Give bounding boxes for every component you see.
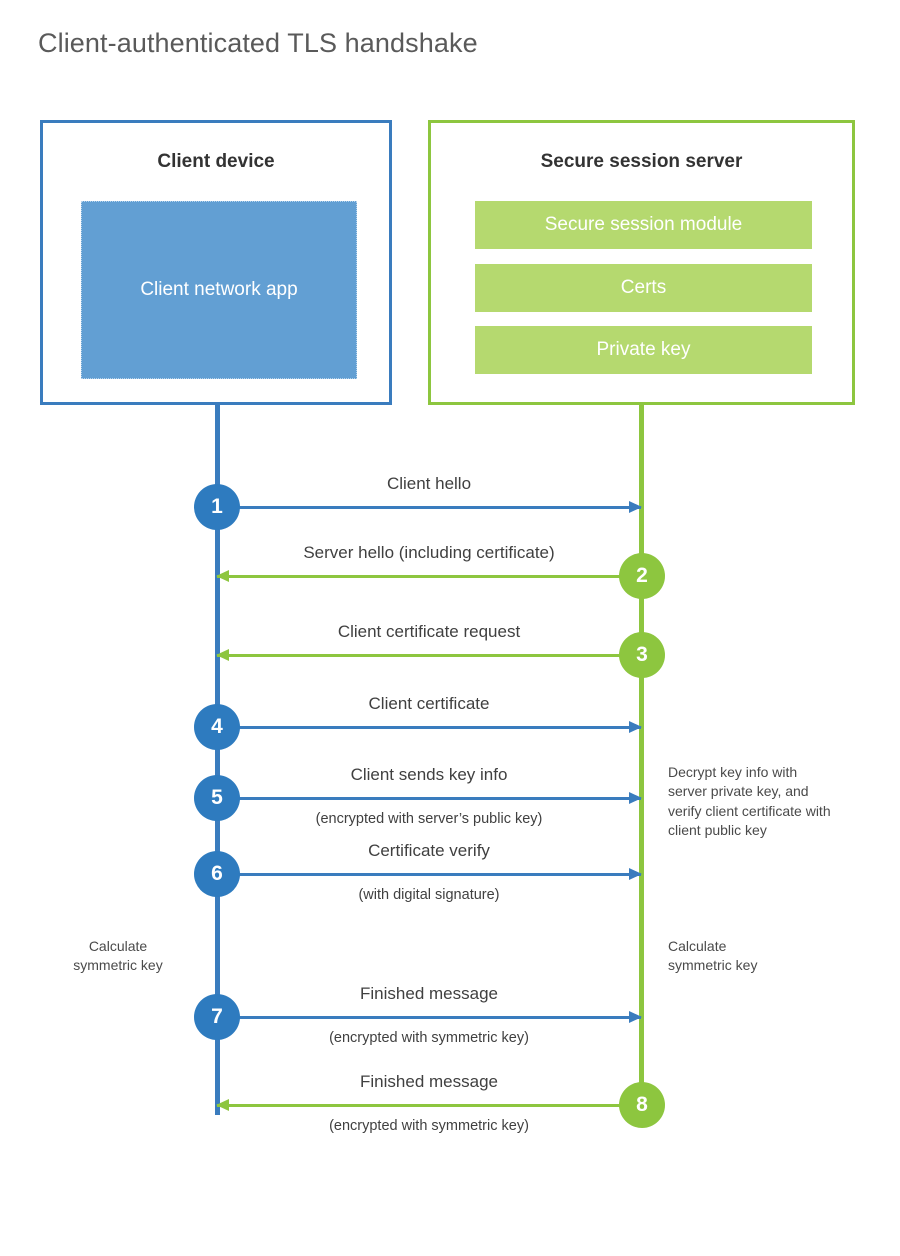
client-device-box: Client device Client network app [40, 120, 392, 405]
arrow-line [217, 873, 641, 876]
message-label-8: Finished message [360, 1072, 498, 1091]
step-marker-2[interactable]: 2 [619, 553, 665, 599]
arrow-head-right-icon [629, 501, 642, 513]
page-title: Client-authenticated TLS handshake [38, 28, 478, 58]
arrow-line [217, 726, 641, 729]
step-marker-1[interactable]: 1 [194, 484, 240, 530]
step-marker-7[interactable]: 7 [194, 994, 240, 1040]
client-network-app-block: Client network app [81, 201, 357, 379]
arrow-line [217, 506, 641, 509]
server-lifeline [639, 403, 644, 1105]
step-marker-8[interactable]: 8 [619, 1082, 665, 1128]
arrow-line [217, 654, 641, 657]
message-sublabel-5: (encrypted with server’s public key) [315, 811, 543, 827]
server-module-secure-session-module: Secure session module [475, 201, 812, 249]
step-marker-5[interactable]: 5 [194, 775, 240, 821]
step-marker-6[interactable]: 6 [194, 851, 240, 897]
message-label-5: Client sends key info [350, 765, 508, 784]
client-device-title: Client device [157, 151, 275, 172]
message-label-1: Client hello [386, 474, 472, 493]
message-label-4: Client certificate [368, 694, 490, 713]
message-sublabel-7: (encrypted with symmetric key) [329, 1030, 529, 1046]
note-server-calculate-symmetric-key: Calculate symmetric key [668, 938, 758, 974]
message-label-6: Certificate verify [368, 841, 490, 860]
server-module-private-key: Private key [475, 326, 812, 374]
note-server-decrypt: Decrypt key info with server private key… [668, 764, 831, 838]
arrow-head-right-icon [629, 1011, 642, 1023]
message-sublabel-8: (encrypted with symmetric key) [329, 1118, 529, 1134]
arrow-head-right-icon [629, 792, 642, 804]
message-sublabel-6: (with digital signature) [358, 887, 500, 903]
arrow-head-left-icon [216, 649, 229, 661]
step-marker-3[interactable]: 3 [619, 632, 665, 678]
secure-session-server-title: Secure session server [540, 151, 743, 172]
server-module-certs: Certs [475, 264, 812, 312]
arrow-head-left-icon [216, 570, 229, 582]
message-label-2: Server hello (including certificate) [303, 543, 555, 562]
arrow-line [217, 797, 641, 800]
secure-session-server-box: Secure session server Secure session mod… [428, 120, 855, 405]
message-label-7: Finished message [360, 984, 498, 1003]
note-client-calculate-symmetric-key: Calculate symmetric key [73, 938, 163, 974]
message-label-3: Client certificate request [337, 622, 521, 641]
step-marker-4[interactable]: 4 [194, 704, 240, 750]
arrow-line [217, 1104, 641, 1107]
arrow-head-right-icon [629, 868, 642, 880]
arrow-head-left-icon [216, 1099, 229, 1111]
arrow-line [217, 1016, 641, 1019]
arrow-head-right-icon [629, 721, 642, 733]
arrow-line [217, 575, 641, 578]
client-lifeline [215, 403, 220, 1115]
